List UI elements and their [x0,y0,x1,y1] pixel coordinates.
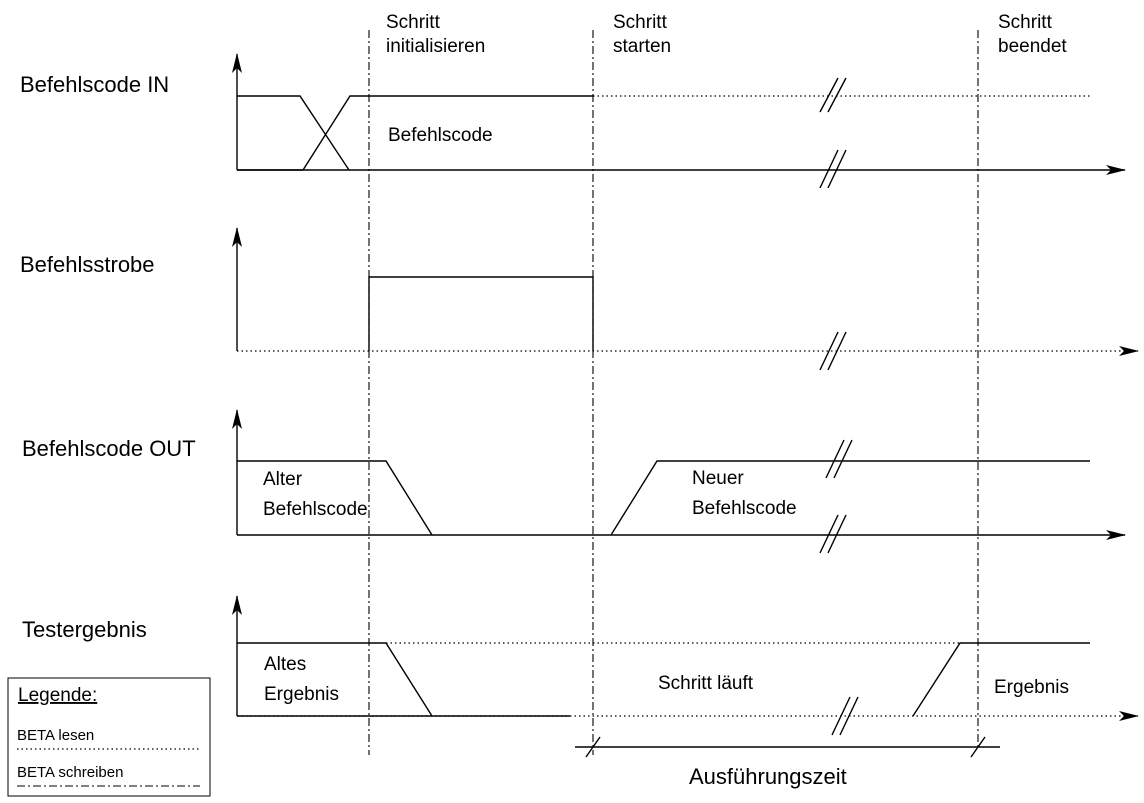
signal-strobe [232,227,1139,371]
cmd-in-crossover-b [237,95,593,171]
annotation-exec-time: Ausführungszeit [689,764,847,789]
phase-label-start-2: starten [613,36,671,57]
annotation-step-running: Schritt läuft [658,673,754,694]
break-mark [819,514,839,554]
annotation-result: Ergebnis [994,677,1069,698]
exec-time-tick-start [585,736,601,758]
break-mark [833,439,853,479]
signal-label-cmd-out: Befehlscode OUT [22,436,196,461]
legend-read-label: BETA lesen [17,727,94,744]
phase-label-end-1: Schritt [998,12,1053,33]
break-mark [819,331,839,371]
signal-cmd-in [232,53,1126,189]
cmd-out-new-rise [610,460,1090,536]
phase-label-start-1: Schritt [613,12,668,33]
signal-label-strobe: Befehlsstrobe [20,252,155,277]
exec-time-tick-end [970,736,986,758]
break-mark [827,77,847,113]
break-mark [831,696,851,736]
legend-box [7,677,211,797]
break-mark [827,149,847,189]
legend-title: Legende: [18,685,97,706]
exec-time-span [575,736,1000,758]
signal-label-result: Testergebnis [22,617,147,642]
legend: Legende: BETA lesen BETA schreiben [7,677,211,797]
annotation-old-cmd-1: Alter [263,469,303,490]
signal-cmd-out [232,409,1126,554]
break-mark [819,149,839,189]
break-mark [827,331,847,371]
break-mark [827,514,847,554]
signal-label-cmd-in: Befehlscode IN [20,72,169,97]
annotation-new-cmd-2: Befehlscode [692,498,797,519]
break-mark [839,696,859,736]
strobe-pulse [368,276,594,351]
cmd-out-old-fall [237,460,433,536]
annotation-cmd-code: Befehlscode [388,125,493,146]
break-mark [819,77,839,113]
phase-label-end-2: beendet [998,36,1067,57]
annotation-new-cmd-1: Neuer [692,468,744,489]
annotation-old-res-1: Altes [264,654,306,675]
break-mark [825,439,845,479]
phase-label-init-2: initialisieren [386,36,485,57]
phase-label-init-1: Schritt [386,12,441,33]
legend-write-label: BETA schreiben [17,764,123,781]
cmd-in-crossover-a [237,95,350,171]
annotation-old-res-2: Ergebnis [264,684,339,705]
result-new-rise [912,642,1090,717]
signal-result [232,595,1139,736]
annotation-old-cmd-2: Befehlscode [263,499,368,520]
